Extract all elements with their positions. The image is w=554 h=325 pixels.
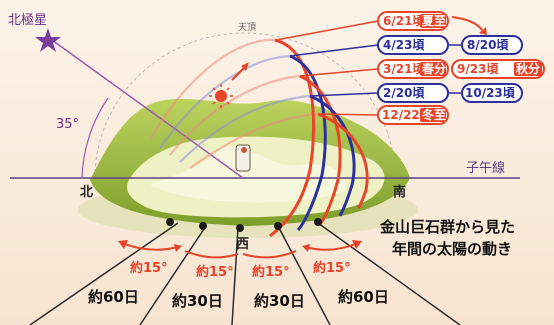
days-label-3: 約30日 bbox=[254, 292, 305, 310]
days-label-4: 約60日 bbox=[338, 288, 389, 306]
sun-icon bbox=[215, 90, 227, 102]
date-oct23: 10/23頃 bbox=[465, 86, 516, 100]
north-label: 北 bbox=[80, 185, 93, 200]
date-jun21: 6/21頃 bbox=[383, 14, 425, 28]
south-label: 南 bbox=[393, 184, 406, 200]
date-mar21: 3/21頃 bbox=[383, 62, 425, 76]
spacing-label-3: 約15° bbox=[252, 264, 290, 280]
pill-connectors bbox=[275, 20, 462, 116]
angle-arc bbox=[81, 97, 109, 179]
path-apr-aug bbox=[289, 54, 327, 232]
season-spring: 春分 bbox=[421, 61, 446, 76]
path-winter bbox=[317, 112, 369, 210]
spacing-label-2: 約15° bbox=[196, 264, 234, 280]
zenith-label: 天頂 bbox=[238, 22, 256, 33]
polaris-star-icon bbox=[35, 28, 61, 52]
days-label-1: 約60日 bbox=[88, 288, 139, 306]
date-dec22: 12/22頃 bbox=[382, 108, 433, 122]
spacing-label-1: 約15° bbox=[130, 260, 168, 276]
date-pills bbox=[377, 11, 545, 125]
path-equinox bbox=[299, 74, 342, 226]
path-feb-oct bbox=[309, 94, 356, 217]
season-winter: 冬至 bbox=[422, 107, 446, 122]
title-line2: 年間の太陽の動き bbox=[392, 240, 512, 258]
season-autumn: 秋分 bbox=[516, 61, 540, 76]
days-label-2: 約30日 bbox=[172, 292, 223, 310]
summer-arrow bbox=[451, 16, 483, 31]
summer-tag bbox=[420, 14, 446, 28]
spacing-label-4: 約15° bbox=[313, 260, 351, 276]
arrow-head-icon bbox=[241, 62, 249, 71]
west-label: 西 bbox=[236, 237, 249, 252]
sun-rays bbox=[209, 84, 233, 108]
season-summer: 夏至 bbox=[422, 14, 446, 28]
spring-tag bbox=[420, 62, 446, 76]
title-line1: 金山巨石群から見た bbox=[379, 218, 515, 236]
rock-dot bbox=[241, 147, 247, 153]
autumn-tag bbox=[514, 62, 542, 76]
winter-tag bbox=[420, 108, 446, 122]
date-feb20: 2/20頃 bbox=[383, 86, 425, 100]
spacing-arcs bbox=[121, 242, 359, 259]
spacing-arrowheads bbox=[118, 240, 362, 252]
date-apr23: 4/23頃 bbox=[383, 38, 425, 52]
sun-paths-back bbox=[149, 38, 319, 169]
date-sep23: 9/23頃 bbox=[457, 62, 499, 76]
field-light bbox=[150, 146, 346, 203]
polaris-label: 北極星 bbox=[8, 12, 47, 28]
angle-label: 35° bbox=[56, 117, 79, 132]
horizon-rays bbox=[29, 222, 461, 325]
summer-arrow-head-icon bbox=[479, 27, 487, 35]
meridian-label: 子午線 bbox=[466, 160, 505, 176]
horizon-points bbox=[166, 218, 322, 232]
date-aug20: 8/20頃 bbox=[467, 38, 509, 52]
